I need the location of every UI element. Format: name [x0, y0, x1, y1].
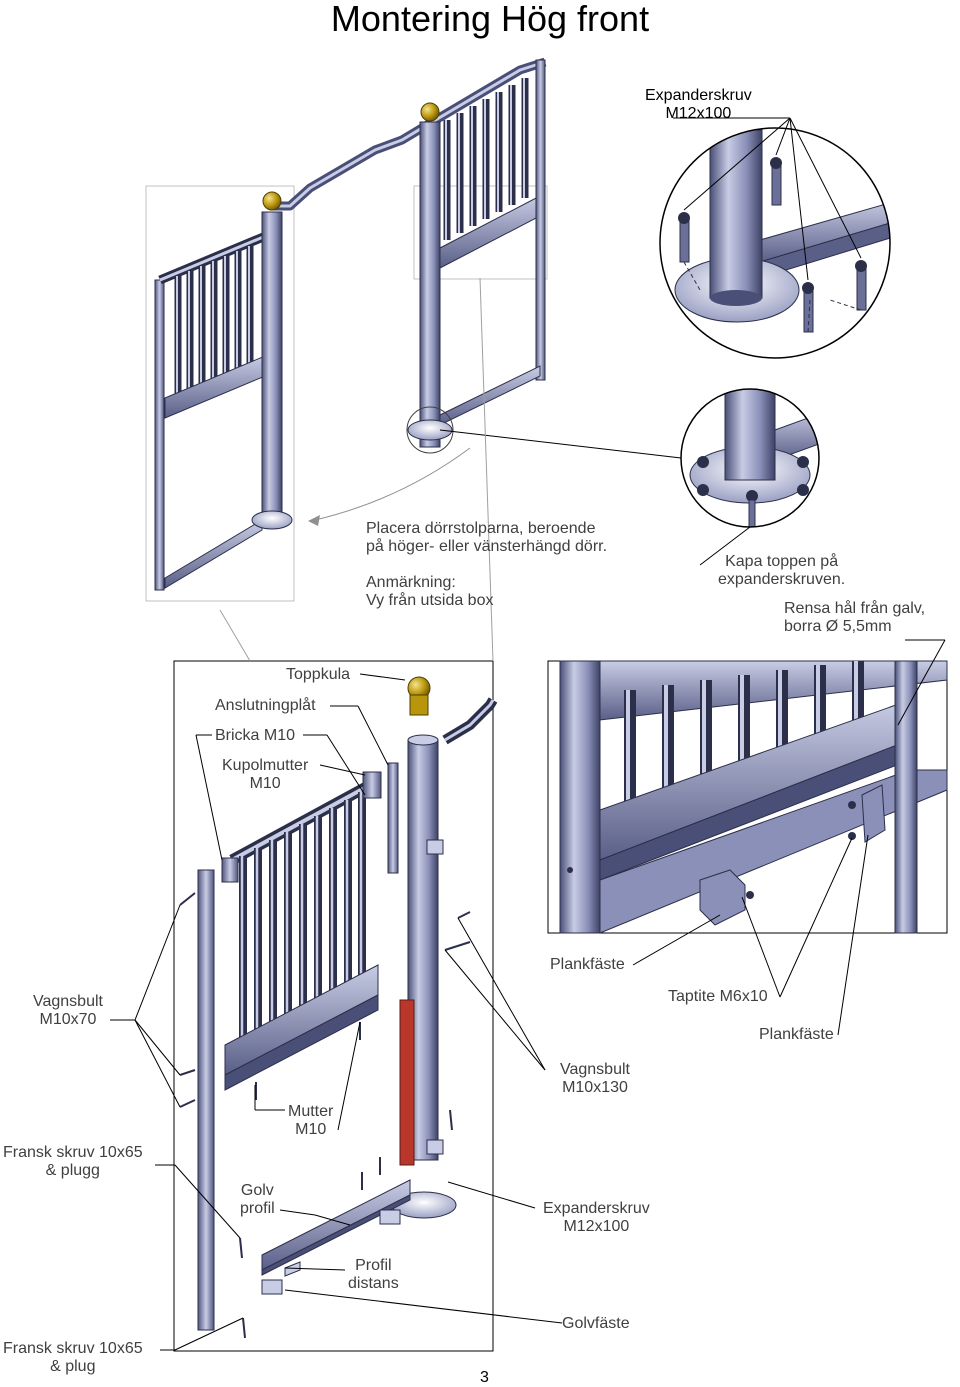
label-profil-distans: Profil distans: [348, 1257, 399, 1292]
exploded-frame: [173, 660, 494, 1352]
label-kapa: Kapa toppen på expanderskruven.: [718, 553, 846, 588]
label-golvprofil: Golv profil: [240, 1182, 275, 1217]
label-vagnsbult70: Vagnsbult M10x70: [33, 993, 103, 1028]
label-anmarkning: Anmärkning: Vy från utsida box: [366, 574, 494, 609]
label-plankfaste-1: Plankfäste: [550, 956, 625, 973]
label-bricka: Bricka M10: [215, 727, 296, 744]
label-plankfaste-2: Plankfäste: [759, 1026, 834, 1043]
label-toppkula: Toppkula: [286, 666, 351, 683]
label-rensa: Rensa hål från galv, borra Ø 5,5mm: [784, 600, 926, 635]
left-gate: [154, 191, 293, 591]
page-title: Montering Hög front: [330, 0, 650, 39]
label-vagnsbult130: Vagnsbult M10x130: [560, 1061, 630, 1096]
label-taptite: Taptite M6x10: [668, 988, 768, 1005]
label-mutter: Mutter M10: [288, 1103, 334, 1138]
detail-circle-expander: [659, 117, 891, 359]
detail-plank-bracket: [547, 639, 948, 1036]
label-kupolmutter: Kupolmutter M10: [222, 757, 309, 792]
label-anslutningplat: Anslutningplåt: [215, 697, 316, 714]
label-placera: Placera dörrstolparna, beroende på höger…: [366, 520, 608, 555]
label-fransk-skruv-1: Fransk skruv 10x65 & plugg: [3, 1144, 143, 1179]
label-expanderskruv-bottom: Expanderskruv M12x100: [543, 1200, 650, 1235]
exploded-view: [110, 277, 563, 1352]
right-gate: [406, 59, 546, 454]
page-number: 3: [480, 1369, 489, 1386]
detail-frame-left: [145, 185, 295, 602]
overview-assembly: [145, 57, 548, 602]
label-expanderskruv-top: Expanderskruv M12x100: [645, 87, 752, 122]
label-fransk-skruv-2: Fransk skruv 10x65 & plug: [3, 1340, 143, 1375]
label-golvfaste: Golvfäste: [562, 1315, 630, 1332]
